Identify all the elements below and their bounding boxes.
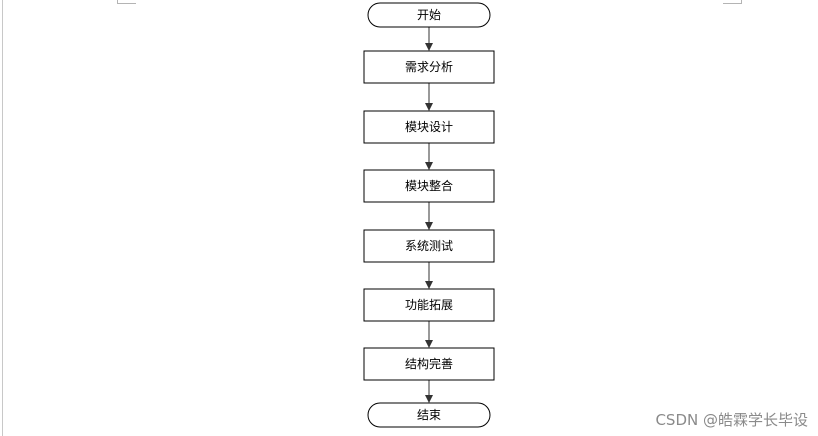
process-box-system-test (363, 229, 495, 263)
node-structure-refine: 结构完善 (363, 347, 495, 381)
page-left-border (2, 0, 3, 436)
node-end: 结束 (367, 402, 491, 428)
node-label-feature-extension: 功能拓展 (405, 298, 453, 312)
node-requirements: 需求分析 (363, 50, 495, 84)
node-label-system-test: 系统测试 (405, 238, 453, 253)
process-box-structure-refine (363, 347, 495, 381)
process-box-feature-extension (363, 288, 495, 322)
node-module-design: 模块设计 (363, 110, 495, 144)
terminal-shape-start (367, 2, 491, 28)
process-box-requirements (363, 50, 495, 84)
node-label-structure-refine: 结构完善 (405, 356, 453, 371)
node-label-requirements: 需求分析 (405, 60, 453, 74)
crop-mark-right (723, 0, 742, 4)
node-system-test: 系统测试 (363, 229, 495, 263)
node-label-module-integration: 模块整合 (405, 178, 453, 193)
node-module-integration: 模块整合 (363, 169, 495, 203)
crop-mark-left (117, 0, 136, 4)
node-label-start: 开始 (417, 8, 441, 22)
process-box-module-integration (363, 169, 495, 203)
node-feature-extension: 功能拓展 (363, 288, 495, 322)
node-label-module-design: 模块设计 (405, 120, 453, 134)
node-start: 开始 (367, 2, 491, 28)
node-label-end: 结束 (417, 408, 441, 422)
terminal-shape-end (367, 402, 491, 428)
process-box-module-design (363, 110, 495, 144)
watermark: CSDN @皓霖学长毕设 (655, 411, 808, 429)
